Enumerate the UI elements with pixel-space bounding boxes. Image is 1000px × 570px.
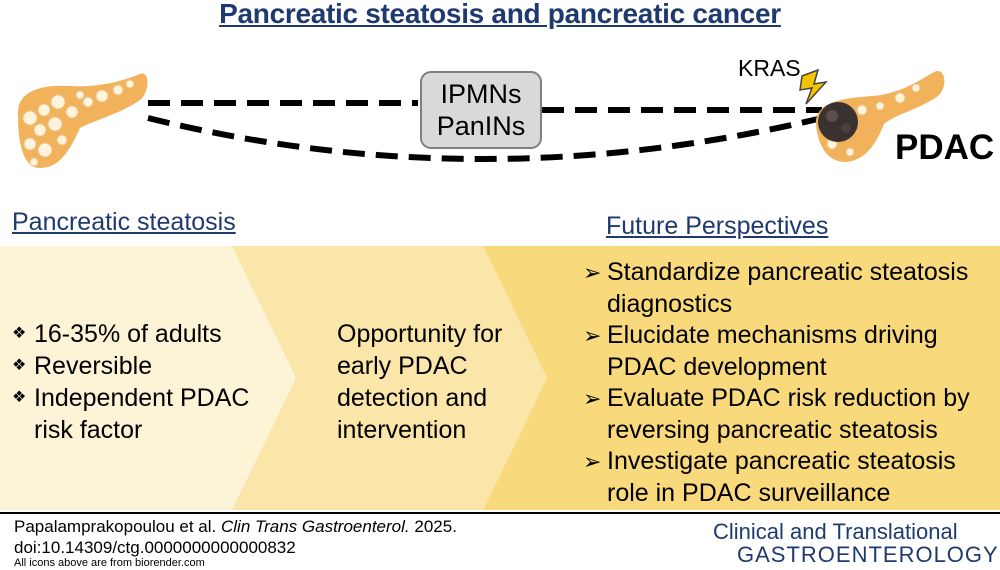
chevron-band (0, 246, 1000, 510)
fact-item: ❖Independent PDAC (12, 384, 250, 412)
diamond-bullet-icon: ❖ (12, 325, 27, 342)
arrow-bullet-icon: ➢ (583, 386, 602, 411)
journal-logo-line1: Clinical and Translational (713, 519, 958, 544)
citation-doi: doi:10.14309/ctg.0000000000000832 (14, 538, 296, 557)
arrow-bullet-icon: ➢ (583, 449, 602, 474)
fact-item: ❖Reversible (12, 352, 153, 380)
diamond-bullet-icon: ❖ (12, 357, 27, 374)
pancreas-with-tumor-icon (815, 70, 945, 162)
opportunity-text: Opportunity for early PDAC detection and… (337, 320, 503, 444)
steatosis-facts-list: ❖16-35% of adults ❖Reversible ❖Independe… (12, 318, 249, 446)
fact-item: ❖16-35% of adults (12, 320, 222, 348)
fatty-pancreas-icon (17, 73, 148, 168)
diamond-bullet-icon: ❖ (12, 389, 27, 406)
chevron-segment-future (483, 246, 1000, 510)
journal-logo-line2: GASTROENTEROLOGY (737, 542, 999, 567)
steatosis-heading: Pancreatic steatosis (12, 208, 236, 236)
precursor-panins: PanINs (436, 111, 526, 141)
kras-label: KRAS (738, 55, 801, 81)
fact-item-continuation: risk factor (34, 416, 143, 444)
arrow-bullet-icon: ➢ (583, 260, 602, 285)
future-perspectives-heading: Future Perspectives (606, 212, 829, 240)
progression-dashed-lines (147, 100, 823, 162)
chevron-segment-opportunity (232, 246, 547, 510)
figure-title: Pancreatic steatosis and pancreatic canc… (219, 0, 781, 29)
citation-reference: Papalamprakopoulou et al. Clin Trans Gas… (14, 517, 457, 536)
icon-credit: All icons above are from biorender.com (14, 557, 205, 569)
precursor-lesions-box: IPMNs PanINs (420, 71, 542, 149)
pdac-label: PDAC (895, 128, 995, 167)
footer-divider (0, 512, 1000, 514)
chevron-segment-steatosis (0, 246, 296, 510)
arrow-bullet-icon: ➢ (583, 323, 602, 348)
mutation-bolt-icon (799, 68, 829, 105)
pathway-graphic (17, 68, 945, 168)
precursor-ipmns: IPMNs (440, 79, 522, 109)
